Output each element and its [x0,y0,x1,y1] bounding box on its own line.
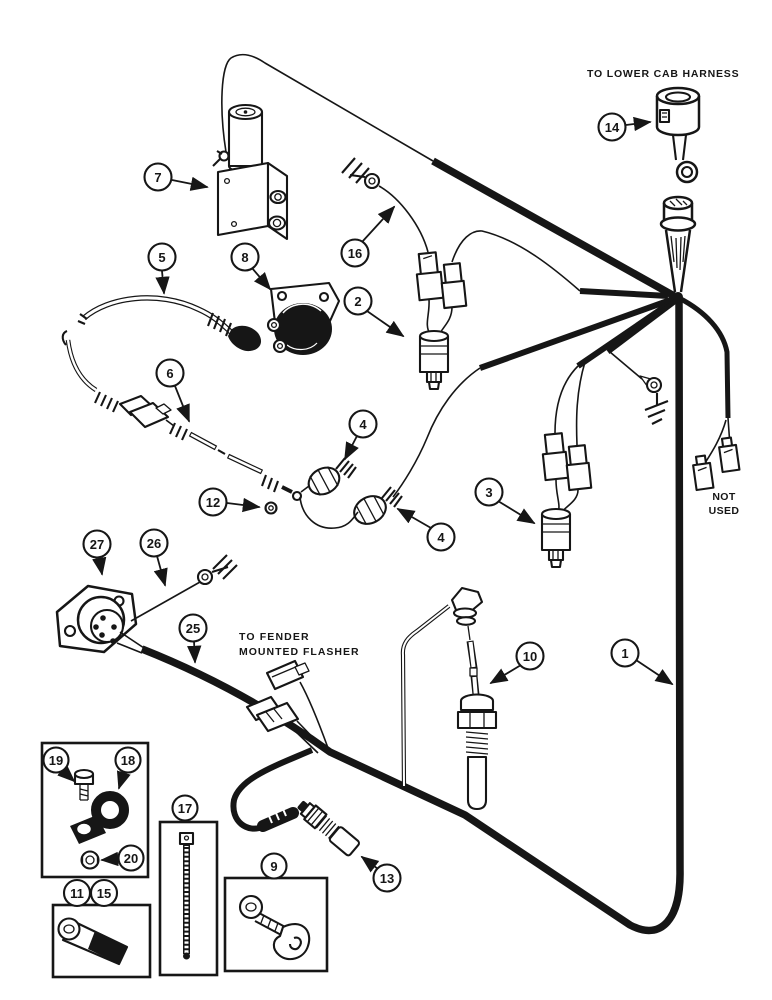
svg-text:19: 19 [49,753,63,768]
svg-text:6: 6 [166,366,173,381]
svg-text:18: 18 [121,753,135,768]
svg-text:9: 9 [270,859,277,874]
temperature-switch [297,800,360,857]
svg-text:5: 5 [158,250,165,265]
svg-text:4: 4 [359,417,367,432]
not-used-label-line1: NOT [712,491,736,503]
wire-end-boot [257,807,299,832]
svg-text:4: 4 [437,530,445,545]
callout-12: 12 [198,487,261,517]
callout-10: 10 [489,641,545,684]
parts-box-clip [223,876,329,973]
harness-branch-sensor2 [579,288,669,299]
svg-text:8: 8 [241,250,248,265]
callout-9: 9 [260,852,288,880]
pressure-switch-b [299,367,481,529]
callout-7: 7 [143,162,209,192]
parts-box-cable-tie [158,820,219,977]
callout-19: 19 [42,746,76,783]
fender-flasher-label-line2: MOUNTED FLASHER [239,646,359,658]
solenoid-wire [221,53,434,162]
svg-text:12: 12 [206,495,220,510]
harness-junction [673,292,683,302]
not-used-connectors: NOT USED [692,417,741,517]
ground-terminal-junction [609,351,669,425]
callouts: 7 5 8 16 2 6 4 [42,112,674,908]
svg-text:11: 11 [70,886,84,901]
jam-nut [264,501,278,515]
callout-26: 26 [139,528,169,587]
p-clamp-18 [70,791,129,844]
callout-3: 3 [474,477,536,524]
svg-text:26: 26 [147,536,161,551]
trailer-socket-27 [55,584,145,654]
callout-6: 6 [155,358,190,423]
svg-text:1: 1 [621,646,628,661]
harness-main-trunk [140,299,684,935]
solenoid-valve [212,53,434,241]
callout-18: 18 [114,746,142,790]
inline-connector [245,695,324,754]
svg-text:16: 16 [348,246,362,261]
harness-trunk-lines [140,157,731,935]
callout-27: 27 [82,529,112,576]
callout-8: 8 [230,242,272,291]
harness-branch-flasher-stub [230,747,314,832]
cable-boot [228,325,262,352]
callout-4b: 4 [396,508,456,552]
callout-20: 20 [100,844,145,872]
harness-branch-not-used [677,295,731,419]
oil-pressure-sensor-3 [540,361,593,569]
ground-terminal-26 [130,554,238,622]
svg-text:27: 27 [90,537,104,552]
temperature-sender [400,586,498,811]
fender-flasher-label-line1: TO FENDER [239,631,309,643]
callout-1: 1 [610,638,674,685]
callout-11: 11 [62,878,92,908]
connector-cap-14 [655,86,701,184]
callout-25: 25 [178,613,208,664]
svg-text:13: 13 [380,871,394,886]
svg-text:3: 3 [485,485,492,500]
svg-text:20: 20 [124,851,138,866]
svg-text:25: 25 [186,621,200,636]
switch-loop-wire [299,496,359,529]
main-round-connector [659,195,697,293]
svg-text:7: 7 [154,170,161,185]
ground-terminal-16 [341,157,381,190]
callout-16: 16 [340,205,396,268]
starter-relay [266,281,341,355]
svg-text:14: 14 [605,120,620,135]
svg-text:17: 17 [178,801,192,816]
callout-5: 5 [147,242,177,295]
parts-box-clamp-kit [40,741,150,879]
callout-14: 14 [597,112,652,142]
svg-text:15: 15 [97,886,111,901]
svg-text:10: 10 [523,649,537,664]
callout-2: 2 [343,286,405,338]
callout-4a: 4 [344,409,378,461]
oil-pressure-sensor-2 [378,185,581,391]
bolt-19 [73,768,95,801]
flasher-connector [265,659,329,749]
harness-branch-switches [478,295,678,371]
svg-text:2: 2 [354,294,361,309]
callout-17: 17 [171,794,199,822]
jumper-cable [61,330,310,502]
lower-cab-harness-label: TO LOWER CAB HARNESS [587,68,739,80]
pressure-switch-a [307,457,357,496]
battery-cable [77,295,262,352]
harness-branch-upper-left [431,157,678,301]
callout-15: 15 [89,878,119,908]
parts-box-terminal-lug [51,903,152,979]
harness-branch-ground [606,298,679,354]
callout-13: 13 [360,855,402,893]
switch-feed-wire [392,367,481,498]
not-used-label-line2: USED [709,505,740,517]
nut-20 [80,850,100,870]
